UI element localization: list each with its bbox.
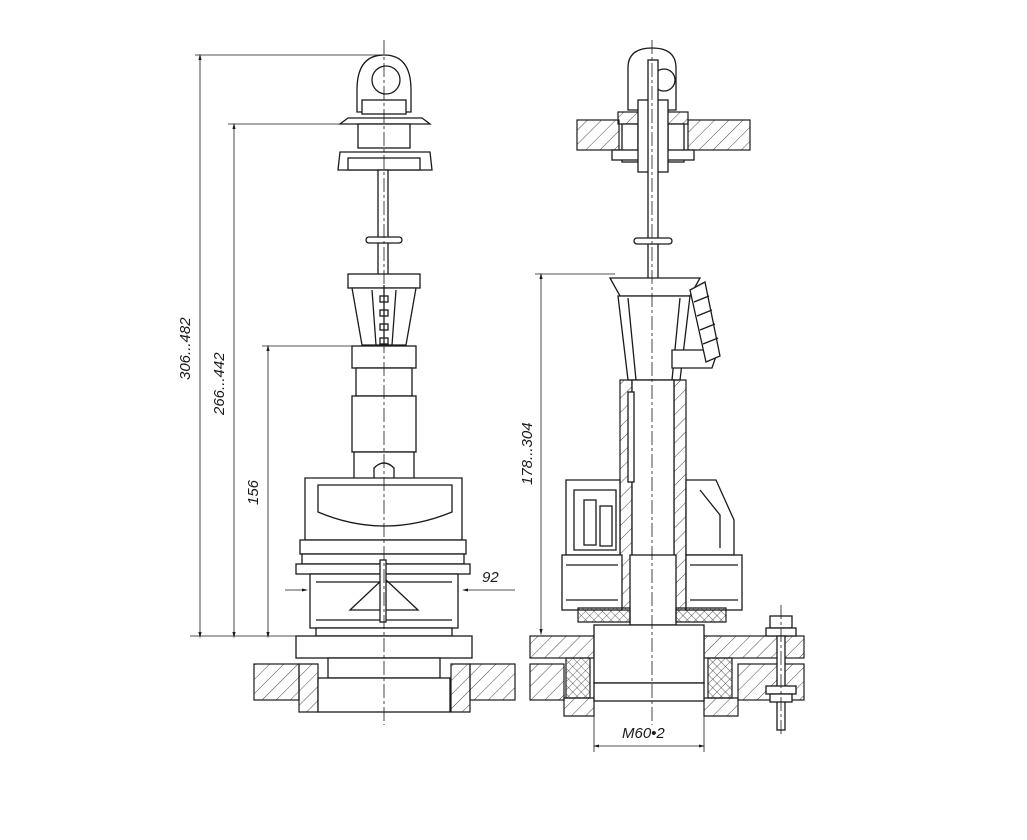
dim-thread: M60•2 (622, 725, 665, 742)
left-dimension-lines (190, 53, 515, 639)
dim-overflow-height: 178...304 (519, 422, 536, 485)
right-view: 178...304 M60•2 (519, 40, 805, 752)
dim-flange-height: 266...442 (211, 352, 228, 416)
dim-width: 92 (482, 569, 499, 586)
dim-total-height: 306...482 (177, 317, 194, 380)
left-view: 306...482 266...442 156 92 (177, 40, 516, 725)
dim-body-height: 156 (245, 479, 262, 505)
